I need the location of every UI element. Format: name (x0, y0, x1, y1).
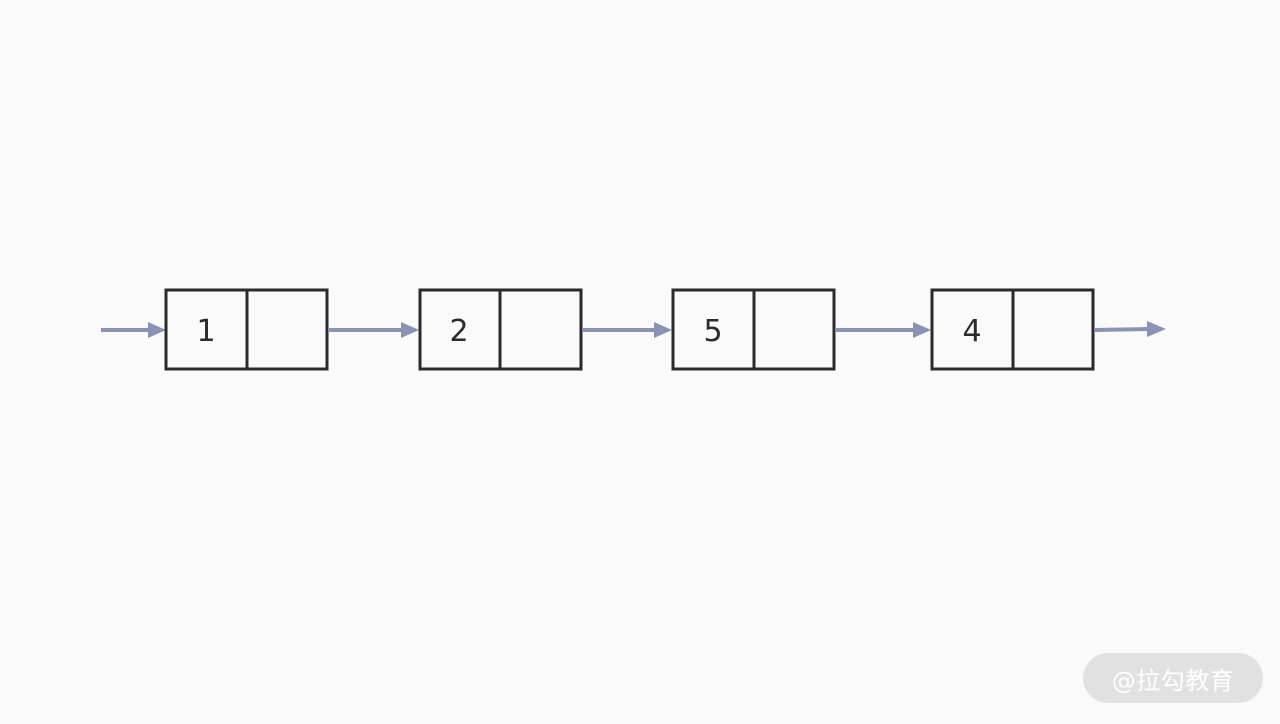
node-next-pointer-cell (245, 288, 329, 371)
node-next-pointer-cell (752, 288, 836, 371)
node-next-pointer-cell (1011, 288, 1095, 371)
list-node-4: 4 (930, 288, 1095, 371)
list-node-1: 1 (164, 288, 329, 371)
watermark-badge: @拉勾教育 (1083, 653, 1263, 703)
node-value-label: 5 (703, 314, 722, 349)
node-value-cell (930, 288, 1015, 371)
node-value-cell (671, 288, 756, 371)
node-value-label: 4 (962, 314, 981, 349)
watermark-text: @拉勾教育 (1111, 666, 1235, 695)
link-arrow-5-4 (835, 322, 931, 338)
link-arrow-2-5 (582, 322, 672, 338)
list-node-2: 2 (418, 288, 583, 371)
link-arrow-1-2 (328, 322, 419, 338)
head-arrow (101, 322, 166, 338)
node-next-pointer-cell (498, 288, 583, 371)
tail-arrow (1093, 321, 1166, 337)
node-value-label: 1 (196, 314, 215, 349)
node-value-label: 2 (449, 314, 468, 349)
list-node-3: 5 (671, 288, 836, 371)
